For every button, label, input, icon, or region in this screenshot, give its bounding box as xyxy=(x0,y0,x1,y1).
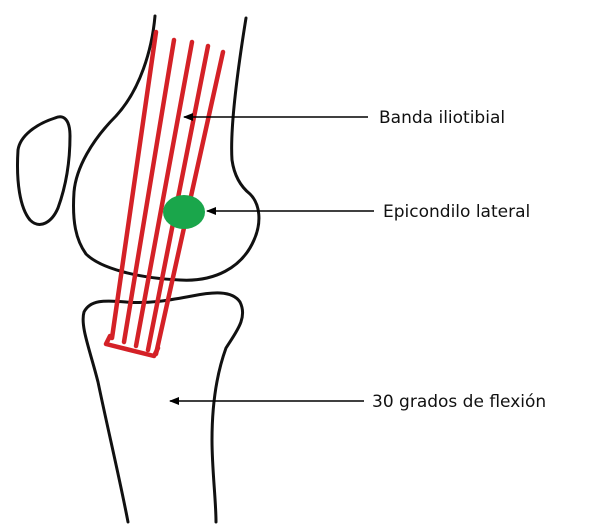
lateral-epicondyle-label: Epicondilo lateral xyxy=(383,202,530,222)
lateral-epicondyle-marker xyxy=(163,195,205,229)
flexion-label: 30 grados de flexión xyxy=(372,392,546,412)
iliotibial-band xyxy=(106,32,223,356)
femur-outline xyxy=(74,16,259,280)
patella-outline xyxy=(18,117,71,225)
iliotibial-band-label: Banda iliotibial xyxy=(379,108,505,128)
